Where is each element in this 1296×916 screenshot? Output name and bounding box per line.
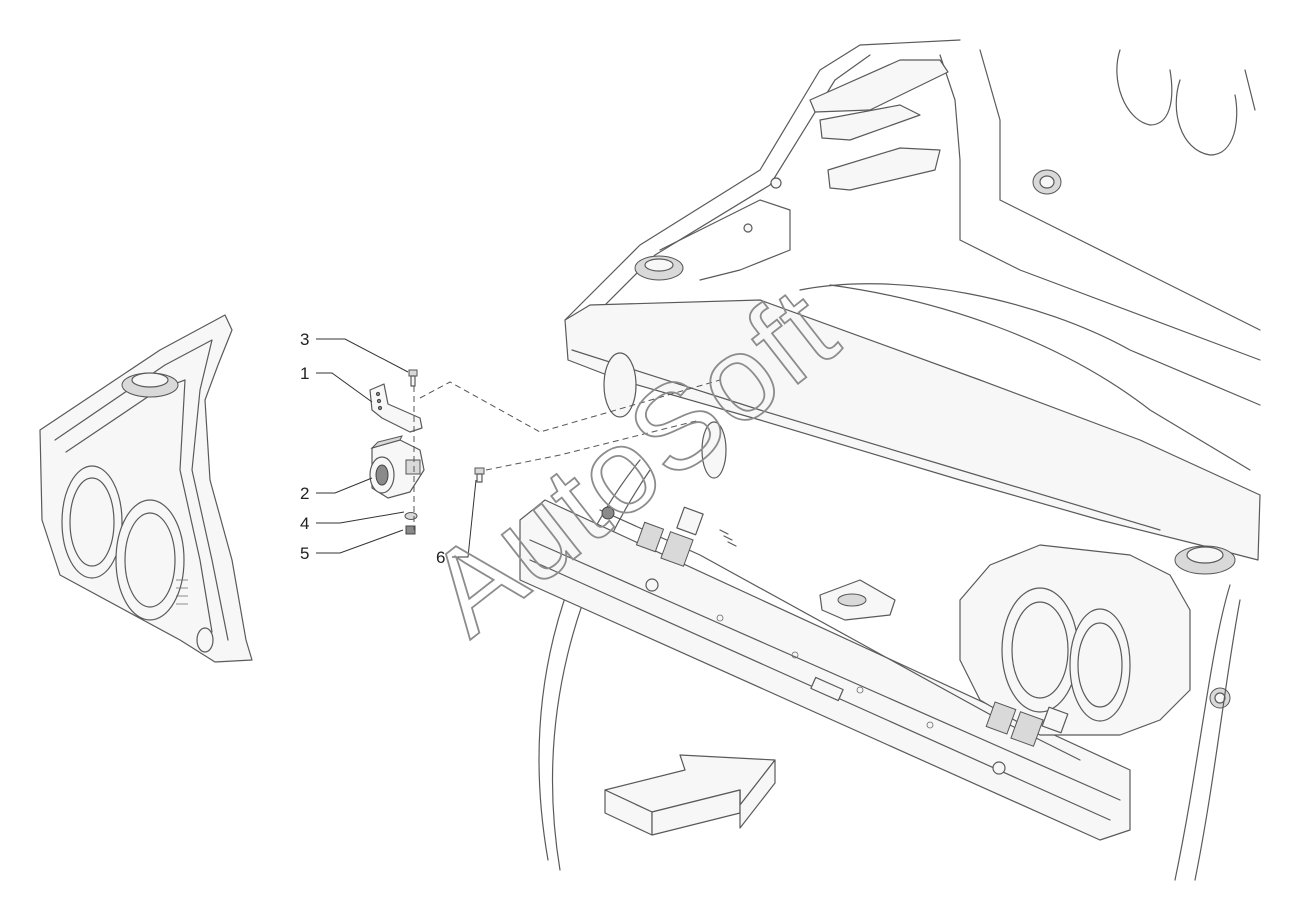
part-4-washer: [404, 512, 418, 520]
exploded-parts: [369, 369, 721, 535]
callout-leaders: [316, 338, 477, 558]
vehicle-front-body: [519, 39, 1261, 881]
callout-3: 3: [300, 330, 309, 349]
callout-1: 1: [300, 364, 309, 383]
part-3-bolt: [408, 369, 418, 387]
headlight-housing-detail: [39, 314, 253, 663]
part-6-screw: [474, 467, 485, 483]
callout-2: 2: [300, 484, 309, 503]
callout-4: 4: [300, 514, 309, 533]
callout-6: 6: [436, 548, 445, 567]
part-2-horn: [369, 435, 425, 499]
part-5-nut: [405, 525, 416, 535]
wiring-connectors: [599, 506, 1081, 761]
callout-labels: 3 1 2 4 5 6: [300, 330, 445, 567]
part-1-bracket: [369, 383, 423, 433]
direction-arrow: [604, 754, 776, 836]
callout-5: 5: [300, 544, 309, 563]
